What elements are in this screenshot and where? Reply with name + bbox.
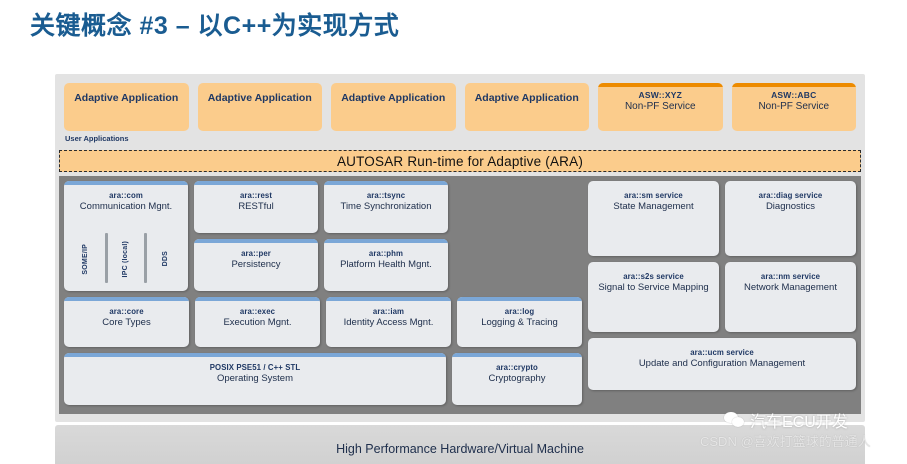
cluster-column-tsync-phm: ara::tsync Time Synchronization ara::phm…	[324, 181, 448, 291]
cluster-namespace-label: ara::core	[109, 307, 144, 316]
page-title: 关键概念 #3 – 以C++为实现方式	[30, 12, 400, 40]
title-divider	[0, 52, 907, 53]
cluster-namespace-label: ara::rest	[239, 191, 273, 200]
cluster-namespace-label: ara::iam	[372, 307, 405, 316]
cluster-ara-core: ara::core Core Types	[64, 297, 189, 347]
service-name-label: Update and Configuration Management	[638, 358, 806, 369]
cluster-column-rest-per: ara::rest RESTful ara::per Persistency	[194, 181, 318, 291]
cluster-namespace-label: ara::crypto	[496, 363, 538, 372]
service-namespace-label: ara::diag service	[758, 191, 823, 200]
autosar-adaptive-platform-diagram: Adaptive Application Adaptive Applicatio…	[55, 74, 865, 422]
functional-clusters-row-4: POSIX PSE51 / C++ STL Operating System a…	[64, 353, 582, 405]
service-ara-nm: ara::nm service Network Management	[725, 262, 856, 332]
communication-protocols-row: SOME/IP IPC (local) DDS	[64, 229, 188, 291]
cluster-namespace-label: POSIX PSE51 / C++ STL	[209, 363, 301, 372]
cluster-name-label: Communication Mgnt.	[79, 201, 173, 212]
platform-left-column: ara::com Communication Mgnt. SOME/IP IPC…	[64, 181, 582, 409]
hardware-label: High Performance Hardware/Virtual Machin…	[336, 442, 584, 456]
service-namespace-label: ara::sm service	[624, 191, 683, 200]
service-ara-diag: ara::diag service Diagnostics	[725, 181, 856, 256]
cluster-namespace-label: ara::per	[241, 249, 271, 258]
cluster-name-label: Persistency	[231, 259, 281, 270]
service-namespace-label: ara::nm service	[760, 272, 821, 281]
service-name-label: Diagnostics	[765, 201, 816, 212]
adaptive-application-box: Adaptive Application	[331, 83, 456, 131]
asw-namespace-label: ASW::XYZ	[638, 90, 682, 100]
service-ara-sm: ara::sm service State Management	[588, 181, 719, 256]
asw-service-box: ASW::XYZ Non-PF Service	[598, 83, 723, 131]
cluster-namespace-label: ara::tsync	[366, 191, 406, 200]
cluster-operating-system: POSIX PSE51 / C++ STL Operating System	[64, 353, 446, 405]
asw-namespace-label: ASW::ABC	[771, 90, 817, 100]
adaptive-application-label: Adaptive Application	[474, 92, 579, 104]
user-applications-label: User Applications	[65, 134, 129, 143]
adaptive-application-label: Adaptive Application	[74, 92, 179, 104]
service-name-label: State Management	[613, 201, 694, 212]
adaptive-platform-foundation: ara::com Communication Mgnt. SOME/IP IPC…	[59, 176, 861, 414]
service-namespace-label: ara::s2s service	[623, 272, 684, 281]
service-name-label: Network Management	[744, 282, 837, 293]
protocol-ipc-local: IPC (local)	[112, 231, 139, 287]
cluster-ara-crypto: ara::crypto Cryptography	[452, 353, 582, 405]
protocol-someip: SOME/IP	[73, 231, 100, 287]
protocol-divider	[104, 233, 108, 283]
cluster-name-label: RESTful	[238, 201, 274, 212]
cluster-name-label: Cryptography	[488, 373, 546, 384]
platform-services-column: ara::sm service State Management ara::di…	[588, 181, 856, 409]
cluster-name-label: Identity Access Mgnt.	[343, 317, 434, 328]
cluster-name-label: Logging & Tracing	[481, 317, 558, 328]
asw-service-label: Non-PF Service	[624, 101, 696, 112]
cluster-ara-com: ara::com Communication Mgnt. SOME/IP IPC…	[64, 181, 188, 291]
services-row-1: ara::sm service State Management ara::di…	[588, 181, 856, 256]
cluster-ara-phm: ara::phm Platform Health Mgnt.	[324, 239, 448, 291]
service-ara-s2s: ara::s2s service Signal to Service Mappi…	[588, 262, 719, 332]
user-applications-row: Adaptive Application Adaptive Applicatio…	[55, 74, 865, 144]
cluster-namespace-label: ara::log	[504, 307, 535, 316]
cluster-ara-rest: ara::rest RESTful	[194, 181, 318, 233]
services-row-2: ara::s2s service Signal to Service Mappi…	[588, 262, 856, 332]
cluster-name-label: Operating System	[216, 373, 294, 384]
adaptive-application-box: Adaptive Application	[197, 83, 322, 131]
services-row-3: ara::ucm service Update and Configuratio…	[588, 338, 856, 390]
functional-clusters-row-3: ara::core Core Types ara::exec Execution…	[64, 297, 582, 347]
asw-service-label: Non-PF Service	[758, 101, 830, 112]
protocol-label: DDS	[161, 251, 169, 267]
protocol-label: SOME/IP	[82, 243, 90, 275]
cluster-namespace-label: ara::phm	[368, 249, 404, 258]
protocol-divider	[144, 233, 148, 283]
adaptive-application-box: Adaptive Application	[464, 83, 589, 131]
cluster-namespace-label: ara::exec	[239, 307, 276, 316]
adaptive-application-label: Adaptive Application	[341, 92, 446, 104]
cluster-ara-iam: ara::iam Identity Access Mgnt.	[326, 297, 451, 347]
cluster-name-label: Time Synchronization	[340, 201, 432, 212]
hardware-band: High Performance Hardware/Virtual Machin…	[55, 425, 865, 464]
cluster-ara-tsync: ara::tsync Time Synchronization	[324, 181, 448, 233]
cluster-name-label: Platform Health Mgnt.	[340, 259, 432, 270]
cluster-name-label: Execution Mgnt.	[223, 317, 292, 328]
adaptive-application-box: Adaptive Application	[64, 83, 189, 131]
cluster-ara-per: ara::per Persistency	[194, 239, 318, 291]
cluster-name-label: Core Types	[102, 317, 151, 328]
ara-runtime-band: AUTOSAR Run-time for Adaptive (ARA)	[59, 150, 861, 172]
cluster-namespace-label: ara::com	[109, 191, 143, 200]
adaptive-application-label: Adaptive Application	[207, 92, 312, 104]
functional-clusters-top-rows: ara::com Communication Mgnt. SOME/IP IPC…	[64, 181, 582, 291]
protocol-label: IPC (local)	[121, 240, 129, 278]
cluster-column-spacer	[454, 181, 578, 291]
asw-service-box: ASW::ABC Non-PF Service	[731, 83, 856, 131]
cluster-ara-exec: ara::exec Execution Mgnt.	[195, 297, 320, 347]
service-namespace-label: ara::ucm service	[690, 348, 754, 357]
cluster-ara-log: ara::log Logging & Tracing	[457, 297, 582, 347]
service-name-label: Signal to Service Mapping	[598, 282, 709, 293]
protocol-dds: DDS	[152, 231, 179, 287]
service-ara-ucm: ara::ucm service Update and Configuratio…	[588, 338, 856, 390]
